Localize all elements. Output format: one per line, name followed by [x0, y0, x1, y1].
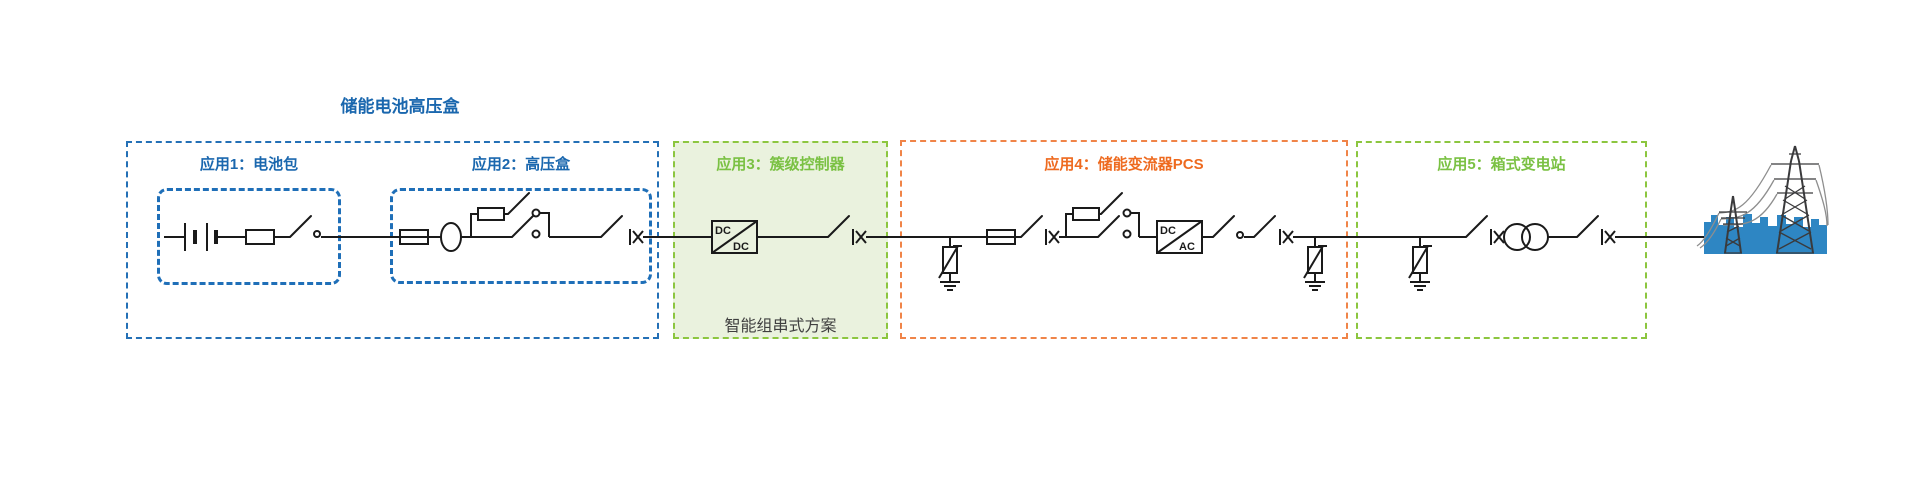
surge-arrester-icon [938, 236, 963, 291]
dcac-bottom-label: AC [1179, 241, 1195, 253]
disconnect-switch-icon [511, 215, 534, 238]
power-grid-illustration [1696, 145, 1829, 254]
app2-label: 应用2：高压盒 [471, 156, 571, 173]
disconnect-switch-icon [1576, 215, 1599, 238]
app1-label: 应用1：电池包 [199, 156, 299, 173]
dc-ac-converter-icon: DC AC [1156, 220, 1203, 254]
disconnect-switch-icon [507, 192, 530, 215]
contactor-icon [531, 208, 550, 239]
connector-icon [629, 228, 644, 246]
precharge-branch [470, 192, 530, 237]
disconnect-switch-icon [1212, 215, 1235, 238]
dc-dc-converter-icon: DC DC [711, 220, 758, 254]
fuse-icon [245, 229, 275, 245]
switch-terminal-icon [1236, 231, 1244, 239]
disconnect-switch-icon [1020, 215, 1043, 238]
app4-pcs-box [900, 140, 1348, 339]
precharge-branch [1065, 192, 1123, 237]
battery-icon [184, 223, 218, 251]
disconnect-switch-icon [1100, 192, 1123, 215]
app5-substation-box [1356, 141, 1647, 339]
solution-note-label: 智能组串式方案 [724, 318, 837, 335]
battery-hv-box-group [126, 141, 659, 339]
connector-icon [1045, 228, 1060, 246]
dcdc-bottom-label: DC [733, 241, 749, 253]
app3-label: 应用3：簇级控制器 [716, 156, 845, 173]
disconnect-switch-icon [1465, 215, 1488, 238]
transmission-tower-large [1771, 145, 1819, 254]
contactor-icon [1122, 208, 1140, 239]
surge-arrester-icon [1408, 236, 1433, 291]
precharge-resistor-icon [1072, 207, 1100, 221]
connector-icon [852, 228, 867, 246]
current-sensor-icon [440, 222, 462, 252]
surge-arrester-icon [1303, 236, 1328, 291]
switch-terminal-icon [313, 230, 321, 238]
disconnect-switch-icon [600, 215, 623, 238]
disconnect-switch-icon [1253, 215, 1276, 238]
connector-icon [1279, 228, 1294, 246]
precharge-resistor-icon [477, 207, 505, 221]
disconnect-switch-icon [289, 215, 312, 238]
dcdc-top-label: DC [715, 225, 731, 237]
diagram-title: 储能电池高压盒 [340, 97, 460, 116]
connector-icon [1490, 228, 1505, 246]
transmission-tower-small [1719, 195, 1747, 254]
disconnect-switch-icon [827, 215, 850, 238]
dcac-top-label: DC [1160, 225, 1176, 237]
app4-label: 应用4：储能变流器PCS [1044, 156, 1204, 173]
transformer-icon [1503, 223, 1549, 251]
app5-label: 应用5：箱式变电站 [1437, 156, 1566, 173]
disconnect-switch-icon [1097, 215, 1120, 238]
connector-icon [1601, 228, 1616, 246]
